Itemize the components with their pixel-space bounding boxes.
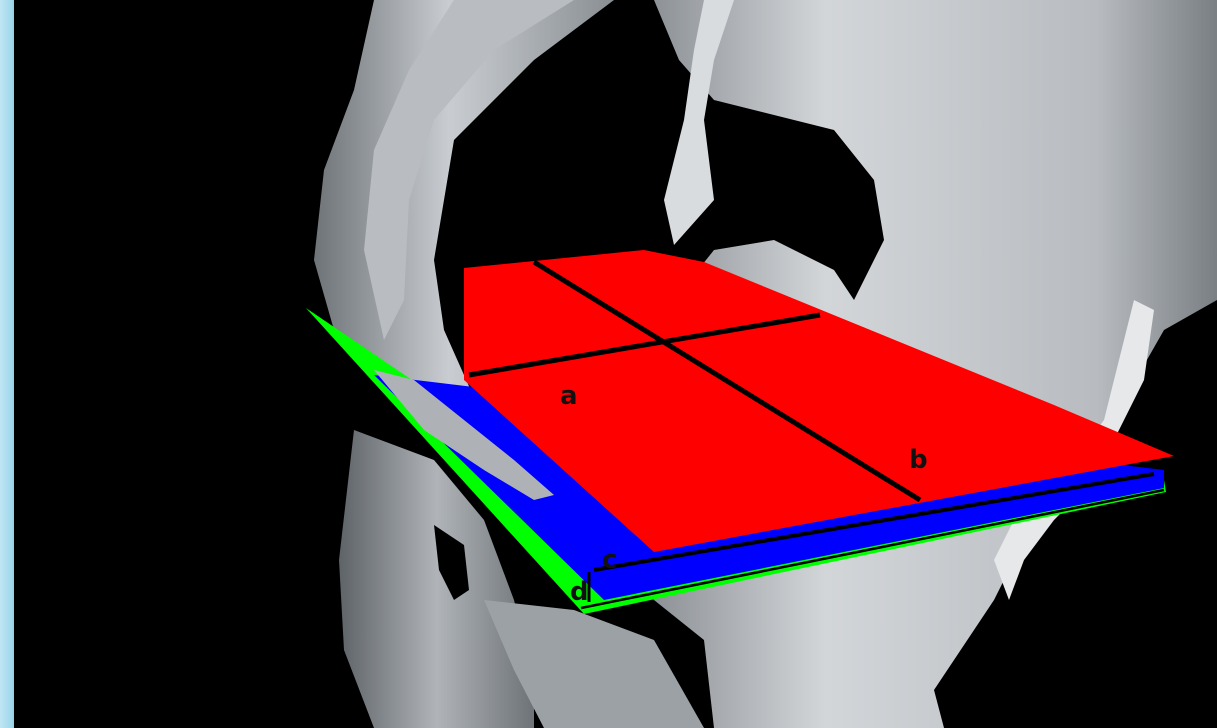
- label-b: b: [909, 445, 928, 475]
- label-a: a: [560, 381, 578, 411]
- rendered-3d-scene: a b c d: [14, 0, 1217, 728]
- scene-canvas: a b c d: [14, 0, 1217, 728]
- label-c: c: [602, 545, 617, 575]
- label-d: d: [570, 577, 589, 607]
